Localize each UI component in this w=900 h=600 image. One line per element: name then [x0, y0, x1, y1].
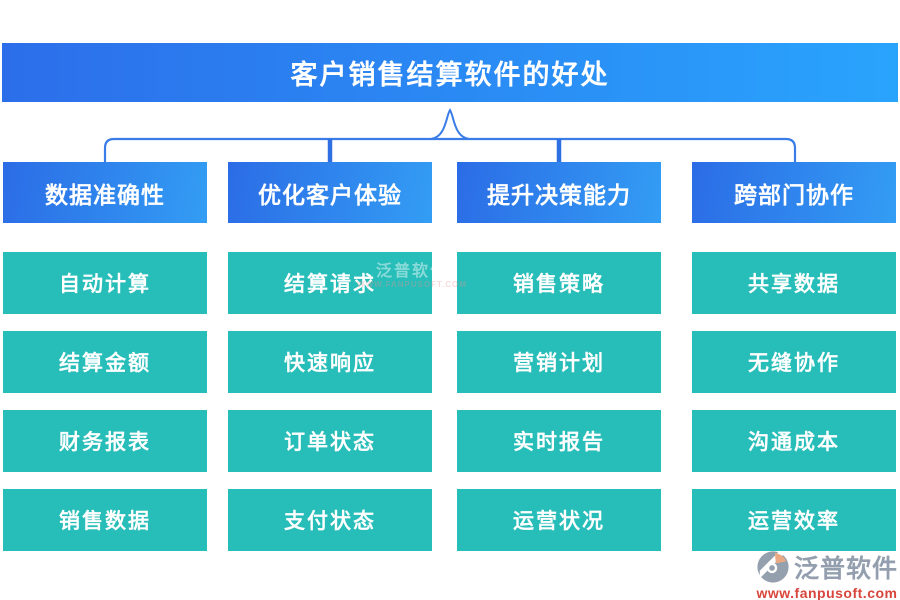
benefit-item: 结算请求	[228, 252, 432, 314]
benefit-item: 财务报表	[3, 410, 207, 472]
fanpu-logo-brand: 泛普软件	[794, 555, 899, 583]
benefit-item: 结算金额	[3, 331, 207, 393]
benefit-item: 快速响应	[228, 331, 432, 393]
benefit-item: 自动计算	[3, 252, 207, 314]
connector-rail	[103, 137, 797, 162]
benefit-item: 销售策略	[457, 252, 661, 314]
benefit-item: 销售数据	[3, 489, 207, 551]
benefit-item: 运营状况	[457, 489, 661, 551]
connector-center-spike	[430, 108, 470, 140]
benefit-item: 无缝协作	[692, 331, 896, 393]
benefit-item: 支付状态	[228, 489, 432, 551]
column-decision-making: 提升决策能力 销售策略 营销计划 实时报告 运营状况	[457, 162, 661, 568]
benefit-item: 实时报告	[457, 410, 661, 472]
benefit-item: 共享数据	[692, 252, 896, 314]
fanpu-logo-icon	[757, 551, 789, 583]
tree-connector-lines	[103, 108, 797, 162]
column-header: 提升决策能力	[457, 162, 661, 223]
benefit-item: 沟通成本	[692, 410, 896, 472]
fanpu-logo: 泛普软件 www.fanpusoft.com	[756, 549, 898, 600]
column-data-accuracy: 数据准确性 自动计算 结算金额 财务报表 销售数据	[3, 162, 207, 568]
column-header: 跨部门协作	[692, 162, 896, 223]
column-cross-department: 跨部门协作 共享数据 无缝协作 沟通成本 运营效率	[692, 162, 896, 568]
column-header: 数据准确性	[3, 162, 207, 223]
column-customer-experience: 优化客户体验 结算请求 快速响应 订单状态 支付状态	[228, 162, 432, 568]
column-header: 优化客户体验	[228, 162, 432, 223]
page-title: 客户销售结算软件的好处	[2, 43, 898, 102]
fanpu-logo-url: www.fanpusoft.com	[756, 585, 898, 600]
benefit-item: 营销计划	[457, 331, 661, 393]
benefit-item: 订单状态	[228, 410, 432, 472]
benefit-item: 运营效率	[692, 489, 896, 551]
